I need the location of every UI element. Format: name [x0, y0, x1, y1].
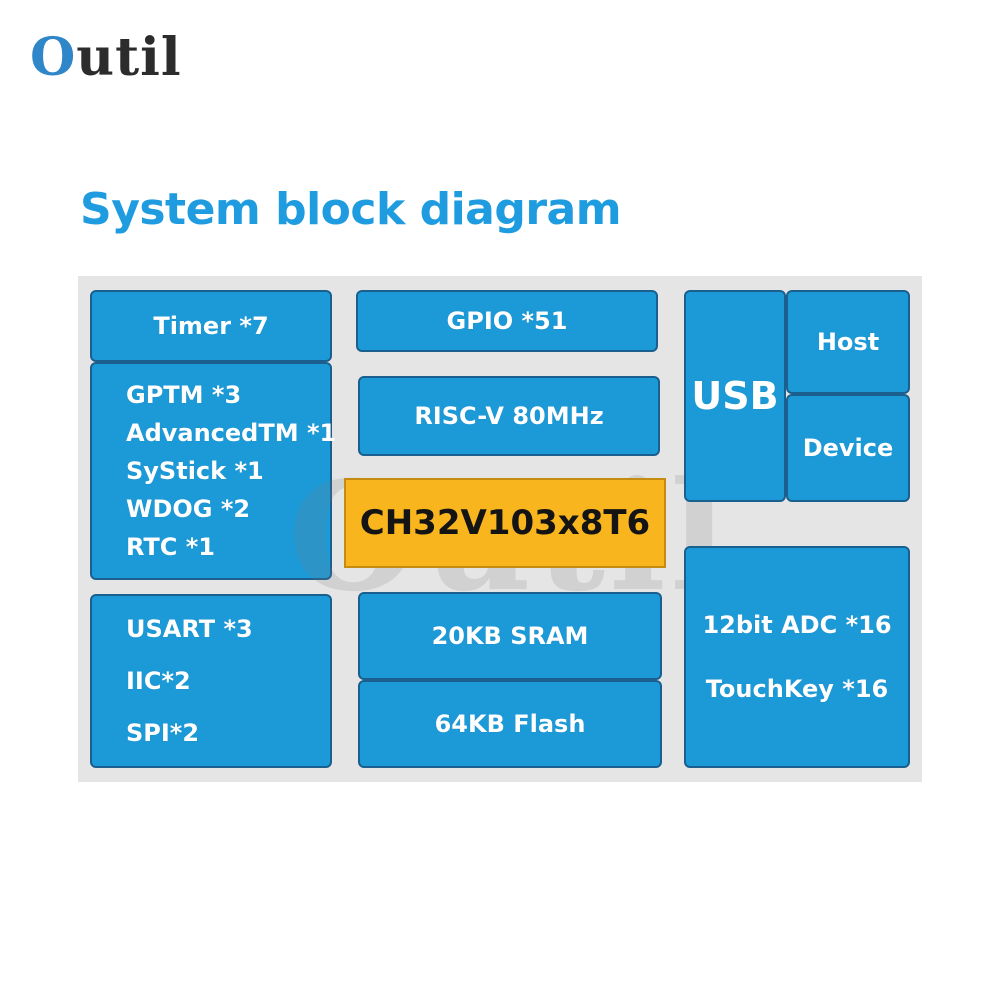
core-block: RISC-V 80MHz — [358, 376, 660, 456]
logo-o: O — [30, 27, 77, 88]
page-title: System block diagram — [80, 184, 622, 235]
comms-block: USART *3 IIC*2 SPI*2 — [90, 594, 332, 768]
comms-item-iic: IIC*2 — [126, 667, 191, 695]
timer-item-wdog: WDOG *2 — [126, 495, 251, 523]
analog-item-adc: 12bit ADC *16 — [702, 611, 892, 639]
analog-block: 12bit ADC *16 TouchKey *16 — [684, 546, 910, 768]
usb-host-label: Host — [816, 328, 880, 356]
usb-block: USB — [684, 290, 786, 502]
timer-header-label: Timer *7 — [153, 312, 269, 340]
timer-item-gptm: GPTM *3 — [126, 381, 242, 409]
flash-label: 64KB Flash — [434, 710, 586, 738]
usb-label: USB — [691, 374, 779, 418]
block-diagram-panel: Timer *7 GPTM *3 AdvancedTM *1 SyStick *… — [78, 276, 922, 782]
brand-logo: Outil — [30, 28, 182, 88]
chip-block: CH32V103x8T6 — [344, 478, 666, 568]
logo-rest: util — [76, 27, 182, 88]
usb-device-block: Device — [786, 394, 910, 502]
sram-block: 20KB SRAM — [358, 592, 662, 680]
timer-list-block: GPTM *3 AdvancedTM *1 SyStick *1 WDOG *2… — [90, 362, 336, 580]
comms-item-spi: SPI*2 — [126, 719, 200, 747]
comms-item-usart: USART *3 — [126, 615, 253, 643]
timer-item-advancedtm: AdvancedTM *1 — [126, 419, 337, 447]
timer-item-systick: SyStick *1 — [126, 457, 264, 485]
timer-header-block: Timer *7 — [90, 290, 332, 362]
usb-host-block: Host — [786, 290, 910, 394]
timer-item-rtc: RTC *1 — [126, 533, 215, 561]
core-label: RISC-V 80MHz — [414, 402, 604, 430]
analog-item-touchkey: TouchKey *16 — [705, 675, 889, 703]
gpio-block: GPIO *51 — [356, 290, 658, 352]
usb-device-label: Device — [802, 434, 894, 462]
gpio-label: GPIO *51 — [446, 307, 568, 335]
sram-label: 20KB SRAM — [431, 622, 589, 650]
flash-block: 64KB Flash — [358, 680, 662, 768]
chip-label: CH32V103x8T6 — [359, 503, 651, 543]
